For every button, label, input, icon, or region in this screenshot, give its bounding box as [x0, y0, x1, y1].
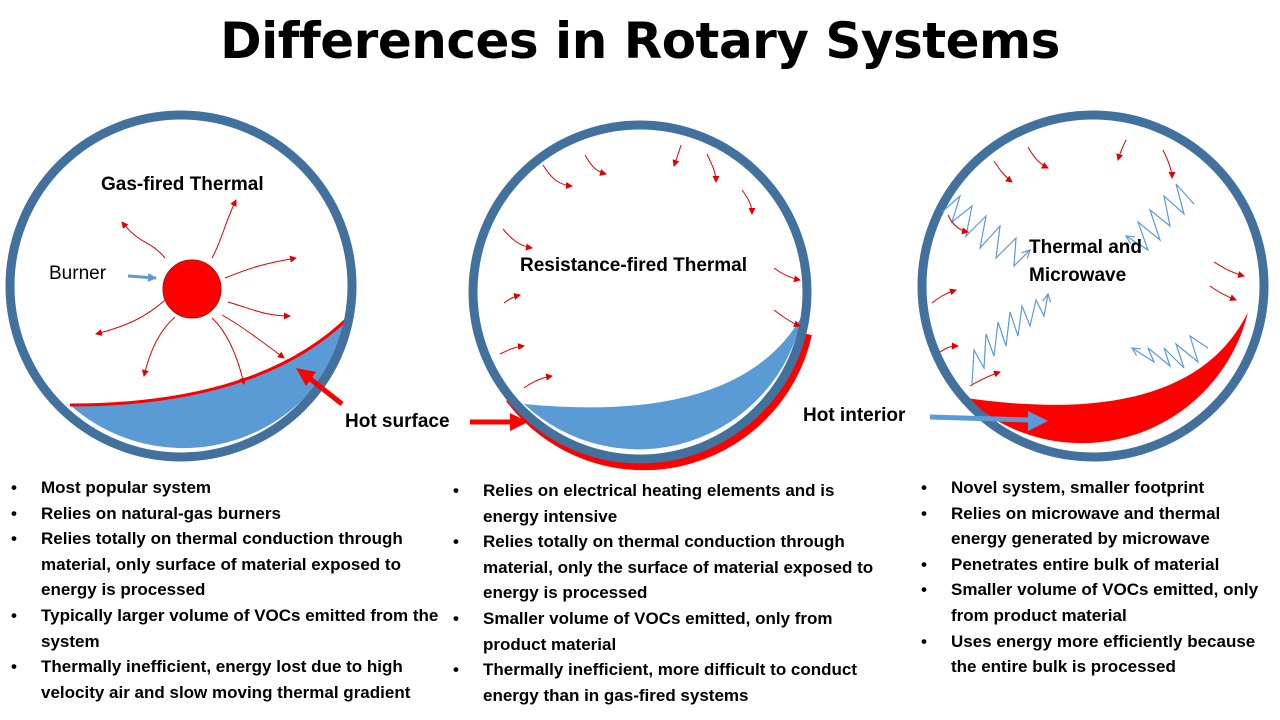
resistance-fired-label: Resistance-fired Thermal: [520, 255, 748, 276]
thermal-microwave-notes: Novel system, smaller footprint Relies o…: [921, 475, 1271, 680]
list-item: Thermally inefficient, energy lost due t…: [11, 654, 447, 705]
resistance-fired-notes: Relies on electrical heating elements an…: [453, 478, 883, 708]
hot-surface-arrowhead-middle: [510, 413, 528, 431]
list-item: Relies totally on thermal conduction thr…: [453, 529, 883, 606]
thermal-microwave-label: Thermal and Microwave: [1029, 237, 1142, 286]
gas-fired-notes: Most popular system Relies on natural-ga…: [11, 475, 447, 705]
microwave-waves: [941, 183, 1209, 385]
list-item: Uses energy more efficiently because the…: [921, 629, 1271, 680]
material-bed: [70, 316, 350, 449]
list-item: Most popular system: [11, 475, 447, 501]
list-item: Typically larger volume of VOCs emitted …: [11, 603, 447, 654]
hot-interior-callout: Hot interior: [803, 405, 906, 426]
page-title: Differences in Rotary Systems: [220, 12, 1060, 70]
list-item: Thermally inefficient, more difficult to…: [453, 657, 883, 708]
heated-material-bed: [966, 312, 1248, 444]
list-item: Smaller volume of VOCs emitted, only fro…: [453, 606, 883, 657]
drum-shell: [917, 110, 1269, 462]
convection-heat-arrows: [499, 144, 801, 389]
burner-flame: [162, 259, 222, 319]
list-item: Penetrates entire bulk of material: [921, 552, 1271, 578]
hot-interior-arrow: [929, 414, 1031, 423]
radiant-heat-arrows: [95, 199, 297, 385]
burner-callout: Burner: [49, 263, 107, 284]
drum-shell: [468, 120, 812, 464]
burner-pointer-arrow: [127, 272, 157, 282]
list-item: Smaller volume of VOCs emitted, only fro…: [921, 577, 1271, 628]
hot-surface-arrowhead-left: [296, 368, 316, 386]
hot-surface-callout: Hot surface: [345, 411, 450, 432]
list-item: Relies totally on thermal conduction thr…: [11, 526, 447, 603]
gas-fired-drum: [5, 110, 357, 462]
material-bed: [524, 316, 802, 450]
list-item: Relies on electrical heating elements an…: [453, 478, 883, 529]
list-item: Novel system, smaller footprint: [921, 475, 1271, 501]
internal-heat-arrows: [931, 139, 1245, 387]
hot-material-surface-line: [69, 314, 352, 407]
gas-fired-label: Gas-fired Thermal: [101, 174, 264, 195]
hot-interior-arrowhead: [1028, 411, 1048, 431]
list-item: Relies on microwave and thermal energy g…: [921, 501, 1271, 552]
thermal-microwave-drum: [917, 110, 1269, 462]
drum-shell: [5, 110, 357, 462]
list-item: Relies on natural-gas burners: [11, 501, 447, 527]
resistance-fired-drum: [468, 120, 812, 471]
